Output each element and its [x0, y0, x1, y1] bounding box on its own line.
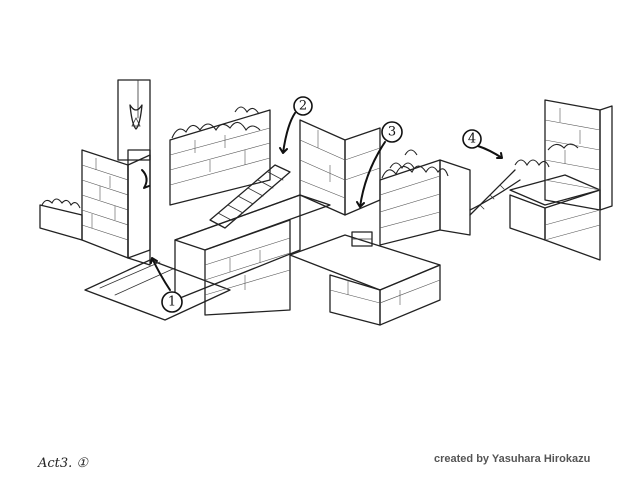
central-stone-block — [174, 194, 331, 316]
diagonal-staircase — [209, 164, 291, 229]
tall-pillar — [117, 79, 151, 266]
marker-arrows — [150, 112, 503, 291]
marker-4-label: 4 — [468, 132, 476, 147]
marker-2: 2 — [293, 96, 313, 116]
middle-tall-wall — [299, 119, 381, 216]
marker-4: 4 — [462, 129, 482, 149]
marker-3: 3 — [381, 121, 403, 143]
marker-1-label: 1 — [168, 295, 176, 310]
left-brick-wall — [39, 149, 151, 259]
far-right-structure — [509, 99, 613, 261]
lower-centre-platform — [289, 231, 441, 326]
marker-3-label: 3 — [388, 125, 396, 140]
scene-label: Act3. ① — [38, 456, 89, 471]
marker-2-label: 2 — [299, 99, 307, 114]
rope-line — [469, 169, 521, 216]
lower-left-walkway — [84, 259, 231, 321]
marker-1: 1 — [161, 291, 183, 313]
back-wall-upper — [169, 106, 271, 206]
credit-text: created by Yasuhara Hirokazu — [434, 453, 591, 465]
right-foliage-tower — [379, 149, 471, 246]
